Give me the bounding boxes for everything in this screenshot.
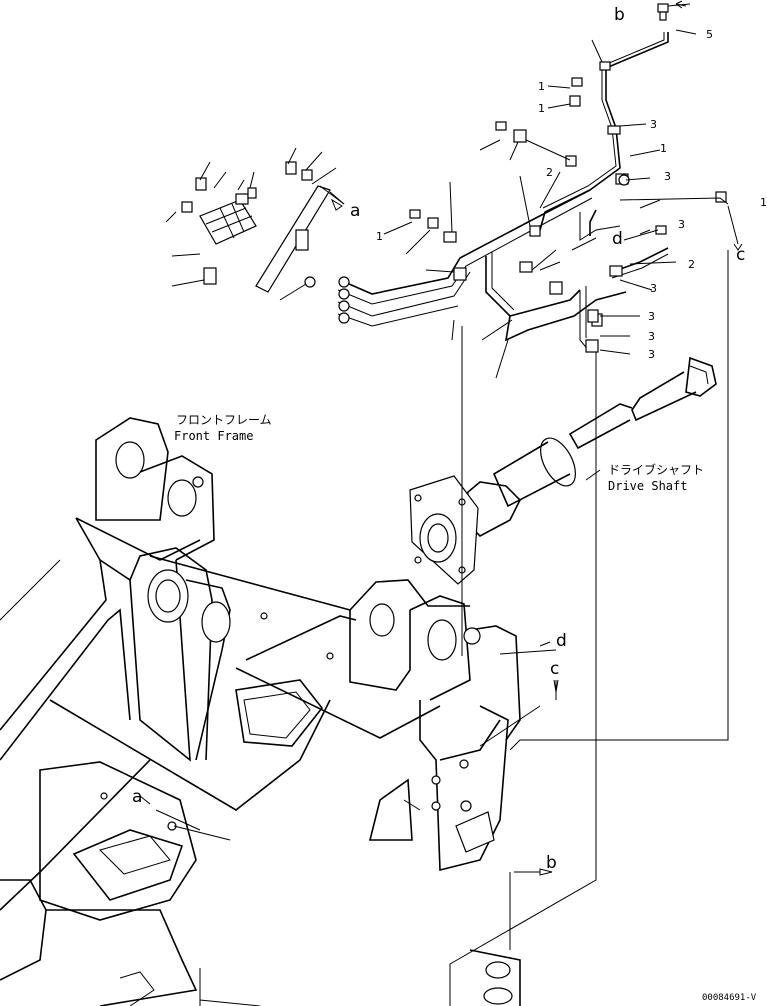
part-number: 2 — [688, 258, 695, 271]
drive-shaft-label-jp: ドライブシャフト — [608, 462, 704, 477]
piping-assembly — [181, 3, 727, 353]
part-number-labels: 5 1 1 3 1 3 1 3 1 2 3 3 3 2 3 — [376, 28, 767, 361]
drawing-code: 00084691-V — [702, 993, 757, 1003]
front-frame-label-en: Front Frame — [174, 429, 253, 443]
drive-shaft — [409, 356, 717, 585]
front-frame — [0, 417, 521, 1006]
part-number: 1 — [538, 102, 545, 115]
part-number: 1 — [760, 196, 767, 209]
part-number: 3 — [650, 282, 657, 295]
part-number: 3 — [678, 218, 685, 231]
part-number: 5 — [706, 28, 713, 41]
callout-d-lower: d — [556, 631, 567, 651]
part-number: 3 — [650, 118, 657, 131]
callout-b-top: b — [614, 5, 625, 25]
callout-a-upper: a — [350, 201, 360, 221]
valve-block — [181, 177, 257, 285]
callout-b-lower: b — [546, 853, 557, 873]
part-number: 3 — [648, 310, 655, 323]
callout-a-lower: a — [132, 787, 142, 807]
callout-c-upper: c — [736, 245, 745, 265]
mounting-bracket — [255, 161, 331, 293]
drive-shaft-label-en: Drive Shaft — [608, 479, 687, 493]
part-number: 2 — [546, 166, 553, 179]
bolt-icon — [409, 3, 727, 323]
component-labels: フロントフレーム Front Frame ドライブシャフト Drive Shaf… — [174, 413, 757, 1003]
part-number: 3 — [648, 330, 655, 343]
callout-labels: b a d c d c a b — [132, 5, 745, 873]
part-number: 3 — [648, 348, 655, 361]
leader-lines — [0, 0, 743, 1006]
callout-c-lower: c — [550, 659, 559, 679]
callout-d-upper: d — [612, 229, 623, 249]
part-number: 1 — [538, 80, 545, 93]
part-number: 1 — [376, 230, 383, 243]
part-number: 1 — [660, 142, 667, 155]
part-number: 3 — [664, 170, 671, 183]
front-frame-label-jp: フロントフレーム — [176, 413, 272, 427]
